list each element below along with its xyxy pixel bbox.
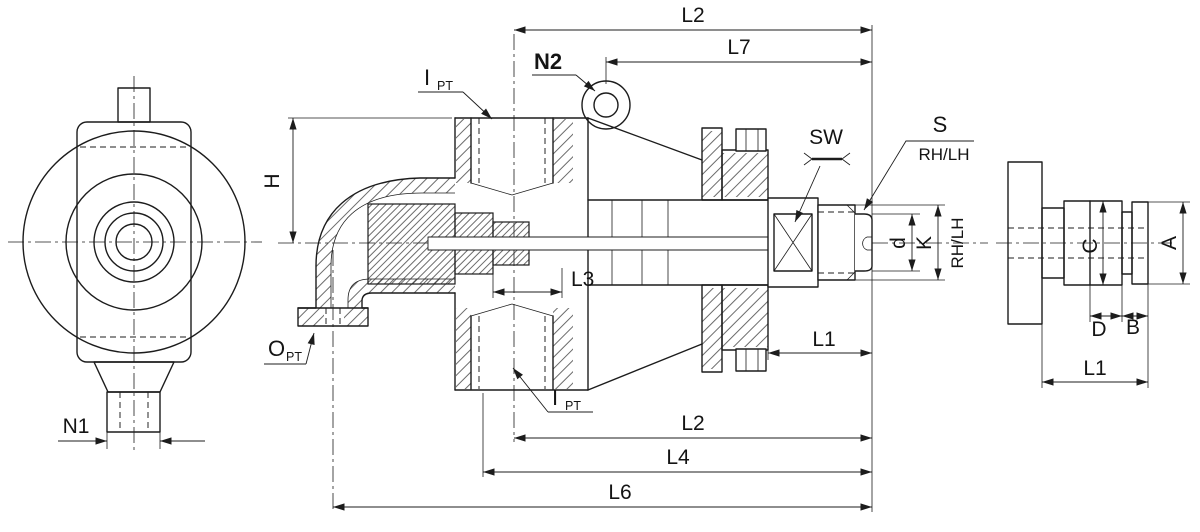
- dim-label-a: A: [1158, 236, 1181, 250]
- callout-wrench-size: SW: [794, 126, 851, 223]
- dim-label-n1: N1: [63, 415, 90, 438]
- bottom-pipe-stub: [106, 391, 161, 433]
- elbow-outlet: [297, 177, 456, 327]
- front-view-flange: [8, 76, 262, 452]
- dim-label-d: d: [887, 237, 910, 249]
- dim-label-c: C: [1079, 238, 1102, 253]
- bore-circle: [115, 223, 153, 261]
- dim-l2-bottom: L2: [514, 412, 872, 442]
- bolt-bottom: [735, 348, 767, 372]
- flange-plates: [701, 127, 769, 373]
- wrench-flats-square: [773, 213, 813, 272]
- dim-label-l3: L3: [571, 268, 594, 291]
- shaft-end: [767, 197, 873, 288]
- elbow-outline: [297, 177, 456, 327]
- hub-circle-outer: [65, 173, 203, 311]
- bolt-top: [735, 128, 767, 152]
- dim-l3: L3: [492, 268, 594, 298]
- dim-label-l7: L7: [727, 36, 750, 59]
- shaft-nipple: [855, 213, 873, 272]
- shaft-step-2: [817, 204, 856, 281]
- dim-label-d-axial: D: [1091, 318, 1106, 341]
- dim-l4: L4: [482, 393, 872, 477]
- dim-label-h: H: [261, 173, 284, 188]
- bottom-inlet-port: [456, 303, 573, 390]
- dim-d-axial: D: [1089, 285, 1123, 341]
- dim-l2-top: L2: [514, 4, 872, 34]
- callout-label-inlet-bottom-sub: PT: [565, 399, 581, 413]
- hub-circle-mid: [93, 201, 175, 283]
- dim-k: K: [855, 204, 945, 281]
- dim-n1: N1: [58, 415, 205, 449]
- callout-inlet-top: I PT: [418, 65, 493, 120]
- callout-label-outlet: O: [268, 336, 285, 361]
- callout-outlet: O PT: [264, 332, 315, 365]
- dim-label-l1-right: L1: [1083, 357, 1106, 380]
- top-pipe-stub: [117, 87, 151, 123]
- top-inlet-port: [456, 117, 573, 196]
- dim-a: A: [1148, 201, 1190, 285]
- section-view-rotary-joint: [278, 34, 988, 512]
- callout-label-sw: SW: [809, 126, 843, 149]
- outer-flange-circle: [22, 130, 246, 354]
- dim-label-l1-middle: L1: [812, 328, 835, 351]
- dim-label-l4: L4: [666, 446, 690, 469]
- dim-l1-right: L1: [1041, 322, 1149, 388]
- rotor-section: [367, 203, 769, 285]
- dim-c: C: [1079, 201, 1107, 285]
- label-thread-hand-side: RH/LH: [948, 217, 967, 268]
- lifting-eye: [581, 80, 631, 130]
- section-dimensions: L2 L7 H L3 L1 L2 L4: [261, 4, 967, 512]
- callout-label-outlet-sub: PT: [286, 350, 302, 364]
- dim-h: H: [261, 117, 452, 243]
- callout-label-inlet-top-sub: PT: [437, 79, 453, 93]
- callout-label-inlet-top: I: [424, 65, 430, 90]
- dim-l7: L7: [605, 36, 872, 84]
- wrench-icon: [803, 152, 851, 166]
- callout-label-n2: N2: [534, 49, 562, 74]
- nipple-end-collar: [1131, 201, 1149, 285]
- callout-label-s: S: [933, 112, 948, 137]
- dim-label-l6: L6: [608, 481, 631, 504]
- callout-n2: N2: [532, 49, 596, 92]
- dim-d-shaft: d: [872, 213, 920, 272]
- dim-l1-middle: L1: [767, 328, 872, 360]
- callout-inlet-bottom: I PT: [512, 367, 593, 413]
- hub-circle-inner: [104, 212, 164, 272]
- rotor-bore: [427, 236, 769, 251]
- callout-thread-spec: S RH/LH: [863, 112, 974, 211]
- dim-label-l2-bottom: L2: [681, 412, 704, 435]
- housing-internals: [611, 200, 669, 285]
- dim-b: B: [1122, 284, 1149, 339]
- section-callouts: N2 I PT O PT I PT SW: [264, 49, 974, 413]
- dim-label-l2-top: L2: [681, 4, 704, 27]
- dim-label-b: B: [1126, 316, 1140, 339]
- cone-top: [587, 117, 703, 161]
- callout-label-rhlh: RH/LH: [918, 145, 969, 164]
- side-view-nipple: A C D B L1: [996, 161, 1190, 388]
- dim-l6: L6: [333, 481, 872, 511]
- cone-bottom: [587, 343, 703, 391]
- callout-label-inlet-bottom: I: [552, 385, 558, 410]
- dim-label-k: K: [913, 236, 936, 250]
